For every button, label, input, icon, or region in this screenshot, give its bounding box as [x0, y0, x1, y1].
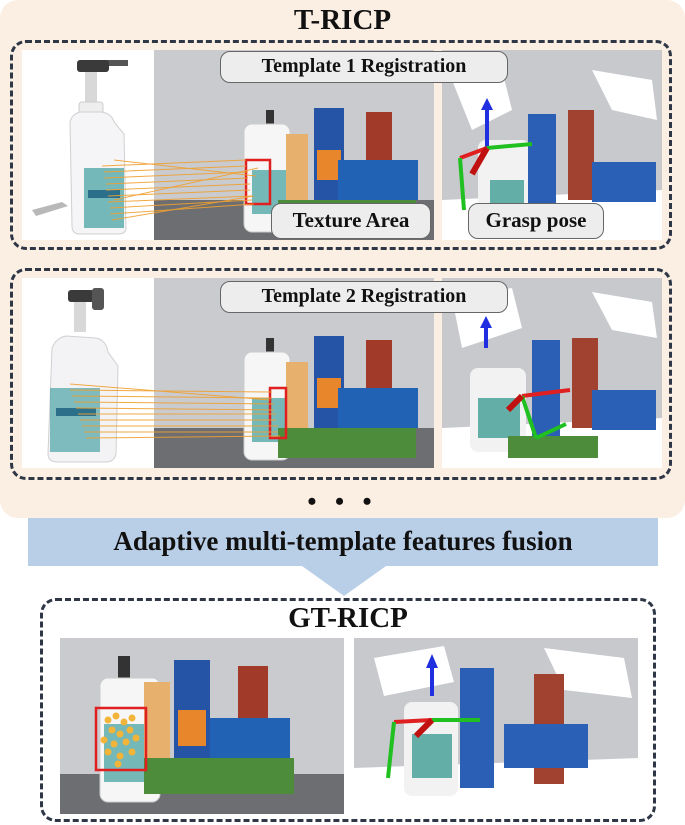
fusion-arrow — [302, 566, 386, 596]
template-1-group — [10, 40, 672, 250]
grasp-pose-label: Grasp pose — [468, 203, 604, 239]
template-2-registration-label: Template 2 Registration — [220, 281, 508, 313]
fusion-label: Adaptive multi-template features fusion — [113, 526, 573, 556]
t-ricp-title: T-RICP — [293, 4, 392, 36]
gt-ricp-title: GT-RICP — [288, 602, 408, 634]
gt-ricp-point-cloud — [354, 638, 638, 814]
gt-texture-area-box — [94, 706, 148, 772]
ellipsis: • • • — [307, 487, 378, 516]
template-2-group — [10, 268, 672, 480]
template-1-registration-label: Template 1 Registration — [220, 51, 508, 83]
texture-area-label: Texture Area — [271, 203, 431, 239]
template-2-model-image — [22, 278, 154, 468]
template-1-model-image — [22, 50, 154, 240]
fusion-band — [28, 518, 658, 566]
gt-ricp-group — [40, 598, 656, 822]
gt-ricp-scene-photo — [60, 638, 344, 814]
